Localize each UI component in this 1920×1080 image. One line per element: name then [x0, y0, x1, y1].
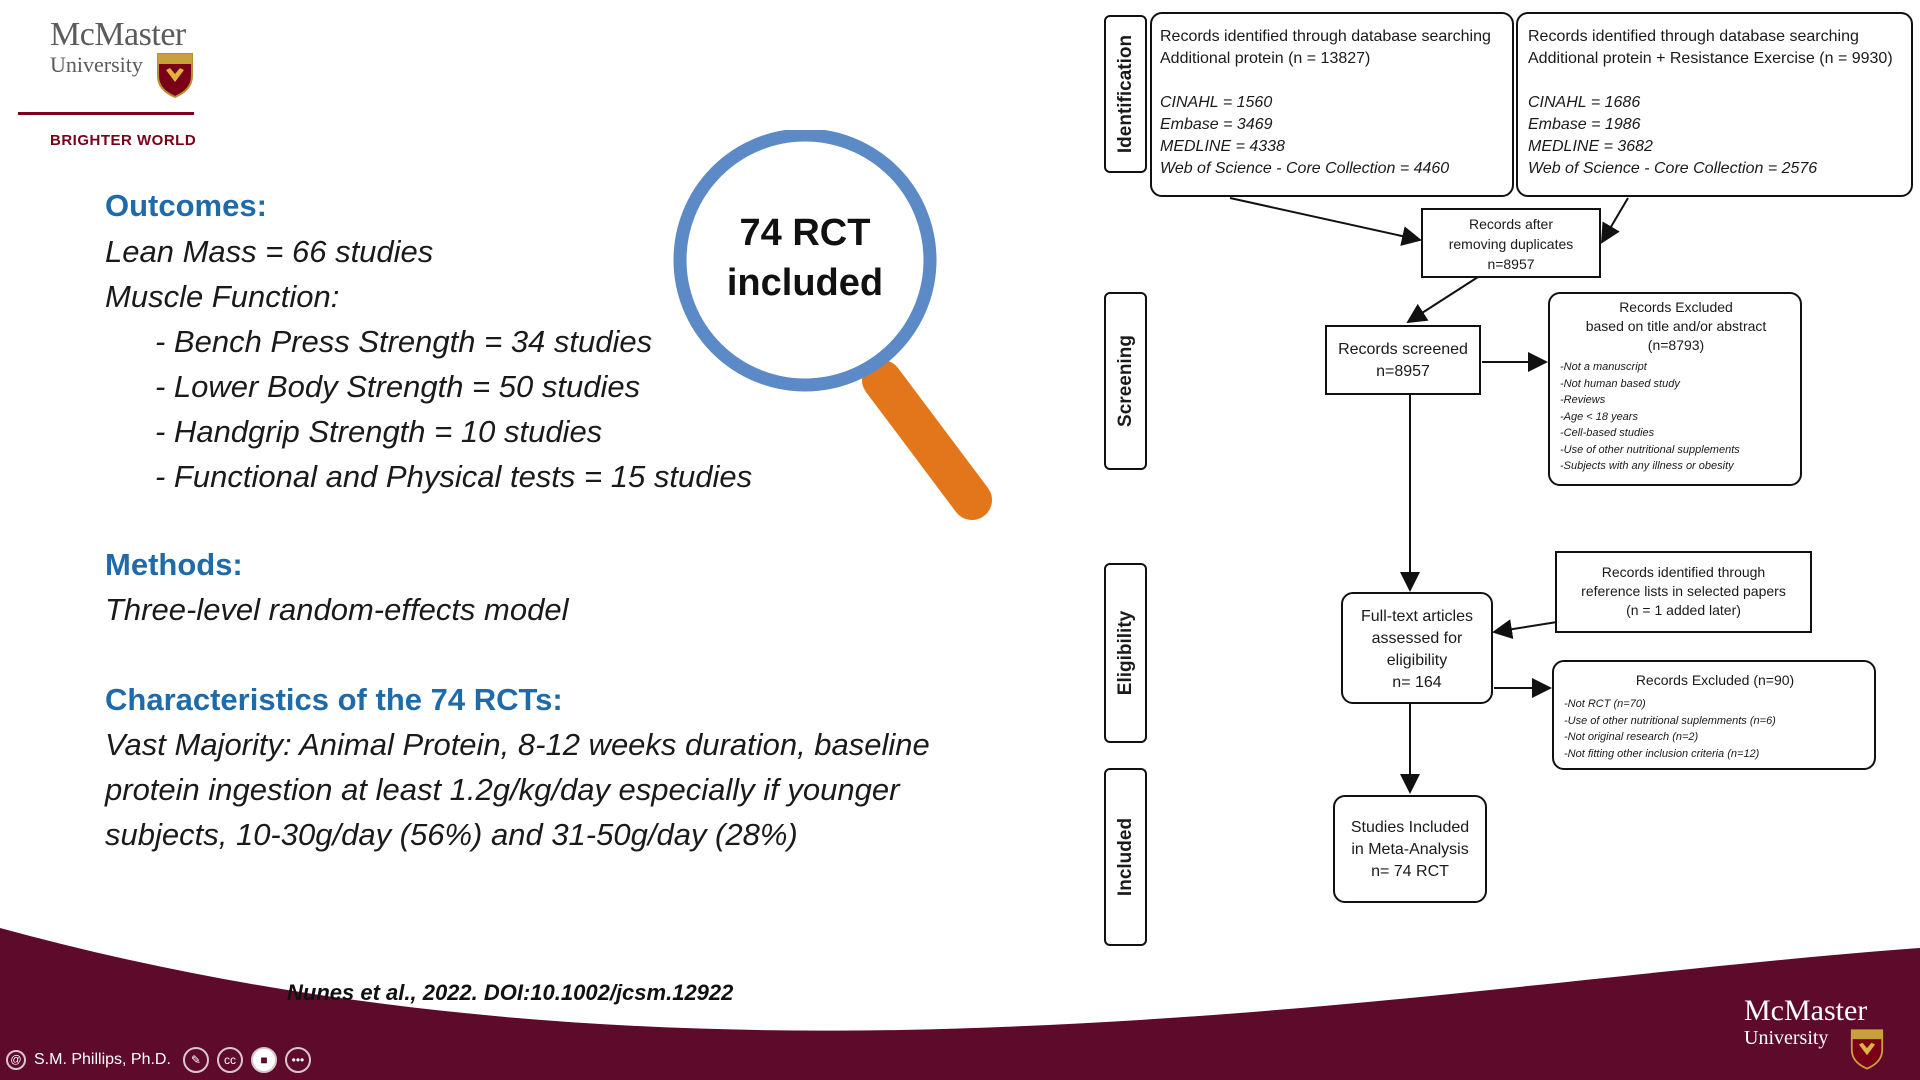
characteristics-line: subjects, 10-30g/day (56%) and 31-50g/da…	[105, 817, 798, 852]
exclusion-reason: -Use of other nutritional supplements	[1560, 443, 1740, 456]
exclusion-reason: -Subjects with any illness or obesity	[1560, 460, 1734, 472]
mic-icon[interactable]: @	[6, 1050, 26, 1070]
id-left-db: MEDLINE = 4338	[1160, 138, 1285, 155]
id-left-line1: Records identified through database sear…	[1160, 28, 1491, 45]
citation: Nunes et al., 2022. DOI:10.1002/jcsm.129…	[287, 980, 734, 1005]
id-left-db: Embase = 3469	[1160, 116, 1273, 133]
logo-divider	[18, 112, 194, 115]
exclusion-reason: -Use of other nutritional suplemments (n…	[1564, 714, 1776, 727]
screened-box: Records screened n=8957	[1325, 325, 1481, 395]
reference-line: Records identified through	[1601, 564, 1766, 580]
characteristics-line: protein ingestion at least 1.2g/kg/day e…	[105, 772, 900, 807]
stage-identification: Identification	[1104, 15, 1147, 173]
outcome-line: - Functional and Physical tests = 15 stu…	[155, 459, 753, 494]
footer-logo-line2: University	[1744, 1027, 1829, 1049]
magnifier-icon	[673, 130, 992, 520]
exclusion-reason: -Not original research (n=2)	[1564, 731, 1699, 743]
exclusion-reason: -Cell-based studies	[1560, 427, 1655, 439]
characteristics-line: Vast Majority: Animal Protein, 8-12 week…	[105, 727, 930, 762]
included-line: n= 74 RCT	[1371, 863, 1449, 880]
footer-crest-icon	[1850, 1029, 1884, 1070]
id-right-db: Embase = 1986	[1528, 116, 1641, 133]
methods-heading: Methods:	[105, 547, 243, 582]
screened-line: Records screened	[1338, 341, 1468, 358]
dedup-line: removing duplicates	[1448, 236, 1574, 252]
presenter-bar: @ S.M. Phillips, Ph.D. ✎ cc ■ •••	[6, 1046, 311, 1074]
reference-line: reference lists in selected papers	[1581, 583, 1786, 599]
camera-icon[interactable]: ■	[250, 1047, 277, 1073]
outcome-line: Muscle Function:	[105, 279, 340, 314]
logo-wordmark-line1: McMaster	[50, 16, 186, 53]
footer-logo-line1: McMaster	[1744, 994, 1868, 1027]
excluded-fulltext-box: Records Excluded (n=90) -Not RCT (n=70) …	[1552, 660, 1876, 770]
exclusion-reason: -Not fitting other inclusion criteria (n…	[1564, 747, 1760, 760]
included-line: Studies Included	[1350, 819, 1470, 836]
stage-eligibility: Eligibility	[1104, 563, 1147, 743]
exclusion-reason: -Not a manuscript	[1560, 361, 1647, 373]
exclusion-reason: -Reviews	[1560, 394, 1606, 406]
exclusion-reason: -Age < 18 years	[1560, 410, 1638, 423]
crest-icon	[157, 53, 193, 98]
characteristics-heading: Characteristics of the 74 RCTs:	[105, 682, 563, 717]
id-left-db: CINAHL = 1560	[1160, 94, 1273, 111]
dedup-line: n=8957	[1487, 256, 1535, 272]
id-right-db: MEDLINE = 3682	[1528, 138, 1653, 155]
pencil-icon[interactable]: ✎	[182, 1047, 209, 1073]
more-options-icon[interactable]: •••	[284, 1047, 311, 1073]
magnifier-line2: included	[726, 262, 884, 304]
excluded-fulltext-title: Records Excluded (n=90)	[1635, 672, 1795, 688]
magnifier-line1: 74 RCT	[739, 212, 871, 254]
outcome-line: - Bench Press Strength = 34 studies	[155, 324, 653, 359]
outcome-line: - Lower Body Strength = 50 studies	[155, 369, 641, 404]
excluded-title-box: Records Excluded based on title and/or a…	[1548, 292, 1802, 486]
id-right-db: Web of Science - Core Collection = 2576	[1528, 160, 1818, 177]
id-left-db: Web of Science - Core Collection = 4460	[1160, 160, 1450, 177]
logo-tagline: BRIGHTER WORLD	[50, 132, 197, 149]
methods-text: Three-level random-effects model	[105, 592, 569, 627]
footer-mcmaster-logo: McMaster University	[1744, 994, 1904, 1070]
excluded-title-line: based on title and/or abstract	[1585, 318, 1767, 334]
excluded-title-line: (n=8793)	[1647, 337, 1705, 353]
fulltext-line: n= 164	[1392, 674, 1442, 691]
exclusion-reason: -Not human based study	[1560, 377, 1680, 390]
exclusion-reason: -Not RCT (n=70)	[1564, 698, 1646, 710]
identification-box-protein-exercise: Records identified through database sear…	[1516, 12, 1913, 197]
id-right-line2: Additional protein + Resistance Exercise…	[1528, 50, 1893, 67]
logo-wordmark-line2: University	[50, 52, 143, 77]
fulltext-line: eligibility	[1386, 652, 1448, 669]
magnifier-label: 74 RCT included	[690, 208, 920, 308]
identification-box-protein: Records identified through database sear…	[1150, 12, 1514, 197]
id-left-line2: Additional protein (n = 13827)	[1160, 50, 1371, 67]
outcome-line: - Handgrip Strength = 10 studies	[155, 414, 603, 449]
fulltext-line: assessed for	[1371, 630, 1463, 647]
dedup-box: Records after removing duplicates n=8957	[1421, 208, 1601, 278]
outcome-line: Lean Mass = 66 studies	[105, 234, 434, 269]
stage-included: Included	[1104, 768, 1147, 946]
id-right-line1: Records identified through database sear…	[1528, 28, 1859, 45]
reference-box: Records identified through reference lis…	[1555, 551, 1812, 633]
included-box: Studies Included in Meta-Analysis n= 74 …	[1333, 795, 1487, 903]
dedup-line: Records after	[1468, 216, 1554, 232]
reference-line: (n = 1 added later)	[1626, 602, 1741, 618]
stage-screening: Screening	[1104, 292, 1147, 470]
excluded-title-line: Records Excluded	[1619, 299, 1733, 315]
presenter-name: S.M. Phillips, Ph.D.	[34, 1051, 171, 1068]
closed-caption-icon[interactable]: cc	[216, 1047, 243, 1073]
screened-line: n=8957	[1376, 363, 1430, 380]
outcomes-heading: Outcomes:	[105, 188, 267, 223]
id-right-db: CINAHL = 1686	[1528, 94, 1641, 111]
mcmaster-logo: McMaster University	[50, 16, 200, 98]
fulltext-box: Full-text articles assessed for eligibil…	[1341, 592, 1493, 704]
fulltext-line: Full-text articles	[1360, 608, 1474, 625]
included-line: in Meta-Analysis	[1351, 841, 1469, 858]
